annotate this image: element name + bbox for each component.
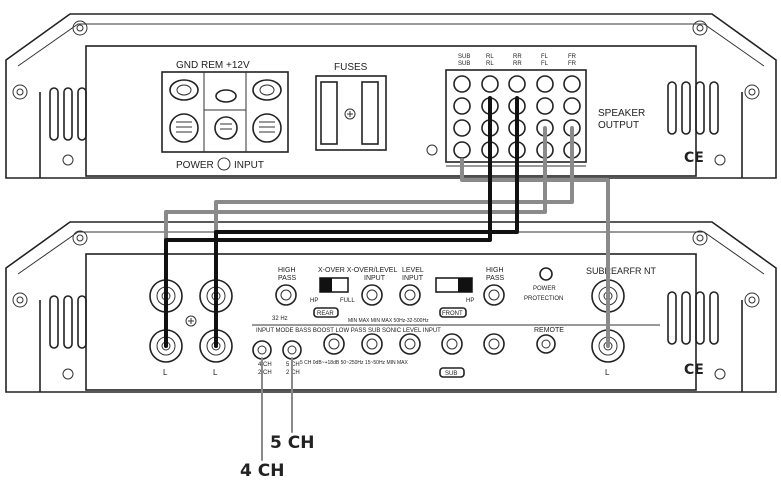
power-led-label: POWER	[533, 286, 556, 292]
input-mode-strip: INPUT MODE BASS BOOST LOW PASS SUB SONIC…	[256, 328, 441, 334]
black-cable-1	[164, 96, 492, 348]
bottom-amp-chassis	[5, 221, 777, 393]
speaker-output-label-2: OUTPUT	[598, 120, 639, 131]
fuses-label: FUSES	[334, 62, 368, 73]
level-input-label: LEVEL	[402, 267, 424, 274]
bottom-amp-vents-left	[49, 295, 87, 349]
tag-sub-2: SUB	[458, 61, 470, 67]
power-screw-icon	[217, 157, 231, 171]
top-amp-chassis-inner	[17, 23, 765, 67]
protection-label: PROTECTION	[524, 296, 563, 302]
top-amplifier: GND REM +12V POWER INPUT FUSES	[5, 13, 777, 179]
black-cable-2	[214, 96, 519, 348]
hi-pass-left-knob[interactable]	[275, 284, 297, 306]
full-label: FULL	[340, 298, 355, 304]
power-label: POWER	[176, 160, 214, 171]
bottom-ce-mark: CE	[684, 362, 704, 378]
level-input-knob[interactable]	[399, 284, 421, 306]
rca-letter-2: L	[213, 368, 218, 377]
remote-jack[interactable]	[536, 334, 556, 354]
fuse-right	[361, 81, 379, 145]
tag-rr-2: RR	[513, 61, 522, 67]
hi-pass-right-label: HIGH	[486, 267, 504, 274]
sub-rear-front-label: SUBREARFR NT	[586, 266, 657, 276]
hp-label-2: HP	[466, 298, 474, 304]
tag-fr-2: FR	[568, 61, 577, 67]
hi-pass-left-label: HIGH	[278, 267, 296, 274]
sub-input-knob[interactable]	[483, 333, 505, 355]
input-label-mid: INPUT	[364, 275, 386, 282]
tag-rr: RR	[513, 54, 522, 60]
power-terminal-top-label: GND REM +12V	[176, 60, 250, 71]
speaker-screw-icon	[426, 144, 438, 156]
input-mode-jack-a[interactable]	[252, 340, 272, 360]
xover-label: X-OVER X-OVER/LEVEL	[318, 267, 397, 274]
hi-pass-right-label-2: PASS	[486, 275, 504, 282]
power-terminal-block: GND REM +12V POWER INPUT	[161, 60, 289, 171]
input-knob[interactable]	[361, 284, 383, 306]
hi-pass-left-label-2: PASS	[278, 275, 296, 282]
level-input-label-2: INPUT	[402, 275, 424, 282]
fuse-left	[320, 81, 338, 145]
input-label: INPUT	[234, 160, 264, 171]
tag-fl: FL	[541, 54, 549, 60]
remote-label: REMOTE	[534, 327, 564, 334]
bottom-amp-vents-right	[667, 291, 719, 345]
rca-letter-3: L	[605, 368, 610, 377]
hi-pass-right-knob[interactable]	[483, 284, 505, 306]
hz-label: 32 Hz	[272, 316, 288, 322]
top-ce-mark: CE	[684, 150, 704, 166]
tag-fl-2: FL	[541, 61, 549, 67]
sub-tag: SUB	[445, 371, 457, 377]
mode-2ch-label: 2 CH	[258, 370, 272, 376]
speaker-output-block: SUB RL RR FL FR SUB RL RR FL FR SPEAKER …	[426, 54, 645, 167]
mode-4ch-label: 4 CH	[258, 362, 272, 368]
fuse-holder: FUSES	[315, 62, 387, 151]
bass-boost-knob[interactable]	[323, 333, 345, 355]
sub-level-knob[interactable]	[441, 333, 463, 355]
callout-5ch: 5 CH	[270, 433, 314, 453]
rca-jacks-left: L L	[149, 279, 233, 377]
cables	[164, 96, 610, 461]
rear-tag: REAR	[317, 311, 334, 317]
speaker-output-label-1: SPEAKER	[598, 108, 645, 119]
top-amp-screws	[12, 20, 760, 166]
top-amp-face	[39, 92, 743, 178]
bottom-amp-screws	[12, 230, 760, 380]
min-max-strip: MIN MAX MIN MAX 50Hz-32-500Hz	[348, 318, 429, 324]
input-mode-jack-b[interactable]	[282, 340, 302, 360]
grey-cable-3	[460, 158, 610, 348]
front-tag: FRONT	[442, 311, 463, 317]
freq-strip: 5 CH 0dB~+18dB 50~250Hz 15~50Hz MIN MAX	[300, 360, 409, 366]
low-pass-knob[interactable]	[361, 333, 383, 355]
tag-sub: SUB	[458, 54, 470, 60]
sub-sonic-knob[interactable]	[399, 333, 421, 355]
top-amp-vents-right	[667, 81, 719, 135]
tag-rl-2: RL	[486, 61, 494, 67]
top-amp-vents-left	[49, 87, 87, 141]
speaker-channel-tags: SUB RL RR FL FR SUB RL RR FL FR	[458, 54, 577, 67]
tag-fr: FR	[568, 54, 577, 60]
rca-letter-1: L	[163, 368, 168, 377]
tag-rl: RL	[486, 54, 494, 60]
top-amp-chassis	[5, 13, 777, 179]
hp-label-1: HP	[310, 298, 318, 304]
bottom-amplifier: L L HIGH PASS 32 Hz X-OVER X-OVER/LEVEL …	[5, 221, 777, 393]
power-led	[539, 267, 553, 281]
callout-4ch: 4 CH	[240, 461, 284, 481]
